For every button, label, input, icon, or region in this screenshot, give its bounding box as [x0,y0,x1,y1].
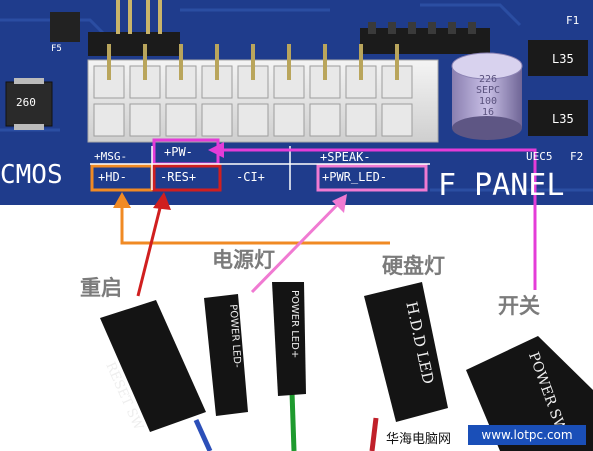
hdd-led-annotation: 硬盘灯 [382,254,445,278]
capacitor [451,52,523,140]
power-led-minus-connector-body [204,294,248,416]
hdd-connector-body [364,282,448,422]
power-sw-connector-body [466,336,593,451]
pw-label: +PW- [164,145,193,159]
f1-label: F1 [566,14,580,27]
watermark-site-url: www.lotpc.com [468,425,586,445]
chip-marking: 260 [16,96,36,109]
inductors [528,40,588,136]
cap-line-2: SEPC [475,85,501,96]
cap-line-1: 226 [478,74,498,85]
front-panel-header [87,44,439,143]
cap-line-3: 100 [478,96,498,107]
power-led-arrowhead [332,194,347,213]
switch-arrowhead [208,142,224,158]
l35-label-top: L35 [552,52,574,66]
power-led-annotation: 电源灯 [212,248,275,272]
power-led-plus-connector-body [272,282,306,396]
reset-arrowhead [153,192,171,210]
switch-annotation: 开关 [498,294,540,318]
l35-label-bottom: L35 [552,112,574,126]
msg-label: +MSG- [94,150,128,163]
f5-label: F5 [51,44,62,54]
f5-component [50,12,80,42]
hd-label: +HD- [98,170,127,184]
label-dividers [90,146,430,190]
pwr-led-label: +PWR_LED- [322,170,388,184]
ci-label: -CI+ [236,170,265,184]
panel-label: F PANEL [438,168,565,203]
speak-label: +SPEAK- [320,150,371,164]
gold-pins-top [116,0,162,34]
restart-annotation: 重启 [80,276,122,300]
watermark-site-name: 华海电脑网 [386,432,452,447]
cap-line-4: 16 [481,107,495,118]
power-led-plus-connector-text: POWER LED+ [289,290,300,359]
reset-pointer-line [136,199,164,297]
smd-chip [5,78,53,130]
res-label: -RES+ [160,170,197,184]
res-highlight-box [152,164,222,192]
connector-bodies [100,282,593,451]
pwr-led-highlight-box [316,164,428,192]
power-led-pointer-line [250,198,344,294]
cmos-label: CMOS [0,160,63,190]
hdd-arrowhead [113,192,131,208]
switch-pointer-line [218,148,537,290]
right-header-pins [368,22,476,34]
connector-wires [167,391,401,451]
uec5-label: UEC5 [526,150,553,163]
reset-connector-body [100,300,206,432]
f2-label: F2 [570,150,584,163]
capacitor-marking: 226 SEPC 100 16 [468,74,508,118]
